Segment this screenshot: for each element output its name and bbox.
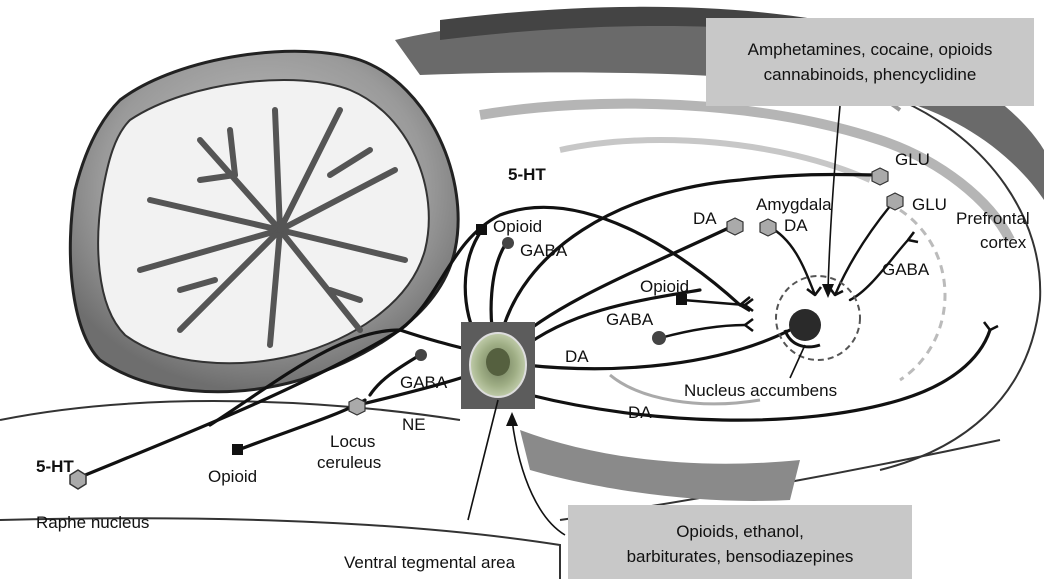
gaba-accumbens-icon bbox=[652, 331, 666, 345]
drug-box-top-line2: cannabinoids, phencyclidine bbox=[764, 65, 977, 84]
glu-top-icon bbox=[872, 168, 888, 185]
locus-ceruleus-icon bbox=[349, 398, 365, 415]
drug-box-bottom-line1: Opioids, ethanol, bbox=[676, 522, 804, 541]
synapse-terminals bbox=[740, 232, 998, 331]
label-gaba-accumbens: GABA bbox=[606, 310, 654, 329]
arrow-bottom-icon bbox=[506, 412, 518, 426]
label-locus-line2: ceruleus bbox=[317, 453, 381, 472]
drug-box-top: Amphetamines, cocaine, opioids cannabino… bbox=[706, 18, 1034, 106]
label-amygdala: Amygdala bbox=[756, 195, 832, 214]
label-5ht-top: 5-HT bbox=[508, 165, 546, 184]
label-ventral-tegmental-area: Ventral tegmental area bbox=[344, 553, 516, 572]
da-amygdala-left-icon bbox=[727, 218, 743, 235]
gaba-locus-icon bbox=[415, 349, 427, 361]
glu-right-icon bbox=[887, 193, 903, 210]
ventral-tegmental-area bbox=[461, 322, 535, 409]
label-opioid-vta: Opioid bbox=[493, 217, 542, 236]
label-da-amygdala-left: DA bbox=[693, 209, 717, 228]
label-raphe-nucleus: Raphe nucleus bbox=[36, 513, 149, 532]
label-glu-top: GLU bbox=[895, 150, 930, 169]
label-gaba-locus: GABA bbox=[400, 373, 448, 392]
opioid-vta-icon bbox=[476, 224, 487, 235]
label-prefrontal-line2: cortex bbox=[980, 233, 1027, 252]
label-opioid-locus: Opioid bbox=[208, 467, 257, 486]
label-da-amygdala-right: DA bbox=[784, 216, 808, 235]
label-glu-right: GLU bbox=[912, 195, 947, 214]
label-5ht-bottom: 5-HT bbox=[36, 457, 74, 476]
cerebellum bbox=[70, 51, 458, 391]
drug-box-bottom: Opioids, ethanol, barbiturates, bensodia… bbox=[568, 505, 912, 579]
label-gaba-vta: GABA bbox=[520, 241, 568, 260]
label-nucleus-accumbens: Nucleus accumbens bbox=[684, 381, 837, 400]
drug-box-bottom-line2: barbiturates, bensodiazepines bbox=[627, 547, 854, 566]
drug-box-top-line1: Amphetamines, cocaine, opioids bbox=[748, 40, 993, 59]
label-locus-line1: Locus bbox=[330, 432, 375, 451]
label-opioid-accumbens: Opioid bbox=[640, 277, 689, 296]
nucleus-accumbens bbox=[776, 276, 860, 360]
label-da-cortex: DA bbox=[628, 403, 652, 422]
opioid-locus-icon bbox=[232, 444, 243, 455]
gaba-vta-icon bbox=[502, 237, 514, 249]
label-gaba-prefrontal: GABA bbox=[882, 260, 930, 279]
label-prefrontal-line1: Prefrontal bbox=[956, 209, 1030, 228]
label-ne: NE bbox=[402, 415, 426, 434]
label-da-accumbens: DA bbox=[565, 347, 589, 366]
da-amygdala-right-icon bbox=[760, 219, 776, 236]
